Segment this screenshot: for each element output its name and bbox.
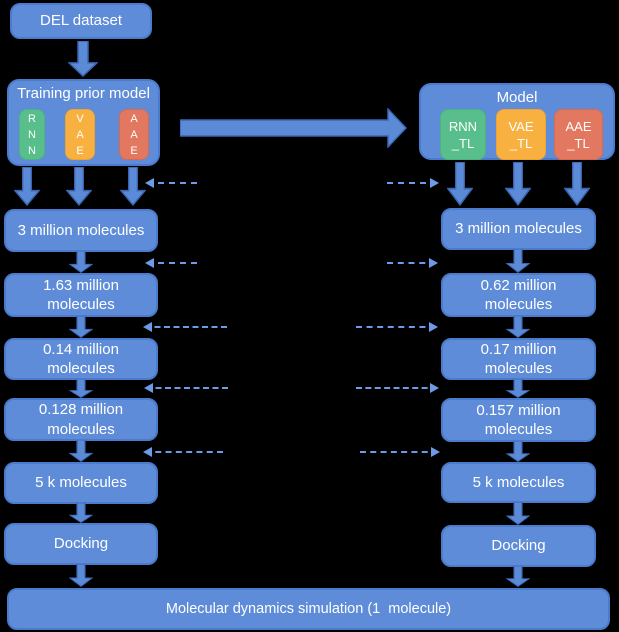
right-stage-5k-box: 5 k molecules	[441, 462, 596, 503]
left-stage-1-63-million-box: 1.63 million molecules	[4, 273, 158, 317]
dashed-arrow-right-icon	[387, 178, 439, 188]
del-dataset-box: DEL dataset	[10, 3, 152, 39]
flow-arrow-down-icon	[69, 379, 93, 398]
flow-arrow-down-icon	[69, 251, 93, 273]
aae-tl-model-chip: AAE _TL	[554, 109, 603, 160]
flow-arrow-down-icon	[68, 41, 98, 77]
transfer-learning-arrow-icon	[180, 108, 407, 148]
flow-arrow-down-icon	[506, 249, 530, 273]
left-docking-box: Docking	[4, 523, 158, 565]
flow-arrow-down-icon	[69, 564, 93, 587]
rnn-model-chip: R N N	[19, 109, 45, 160]
right-stage-0-62-million-box: 0.62 million molecules	[441, 273, 596, 317]
flow-arrow-down-icon	[506, 441, 530, 462]
flow-arrow-down-icon	[506, 379, 530, 398]
left-stage-0-128-million-box: 0.128 million molecules	[4, 398, 158, 441]
left-stage-5k-box: 5 k molecules	[4, 462, 158, 504]
vae-model-chip: V A E	[65, 109, 95, 160]
flow-arrow-down-icon	[69, 440, 93, 462]
vae-tl-model-chip: VAE _TL	[496, 109, 546, 160]
molecular-dynamics-simulation-box: Molecular dynamics simulation (1 molecul…	[7, 588, 610, 630]
flow-arrow-down-icon	[506, 566, 530, 587]
rnn-tl-model-chip: RNN _TL	[440, 109, 486, 160]
dashed-arrow-left-icon	[144, 383, 228, 393]
flow-arrow-down-icon	[506, 502, 530, 525]
flow-arrow-down-icon	[69, 503, 93, 523]
flow-arrow-down-icon	[69, 316, 93, 338]
flow-arrow-down-icon	[564, 162, 590, 206]
model-title: Model	[496, 89, 538, 106]
training-prior-model-title: Training prior model	[17, 85, 150, 102]
flow-arrow-down-icon	[447, 162, 473, 206]
left-stage-3-million-box: 3 million molecules	[4, 209, 158, 252]
training-prior-model-box: Training prior model R N N V A E A A E	[7, 79, 160, 166]
left-stage-0-14-million-box: 0.14 million molecules	[4, 338, 158, 380]
dashed-arrow-right-icon	[356, 322, 438, 332]
dashed-arrow-left-icon	[145, 178, 197, 188]
flow-arrow-down-icon	[505, 162, 531, 206]
dashed-arrow-left-icon	[143, 322, 227, 332]
right-stage-0-157-million-box: 0.157 million molecules	[441, 398, 596, 442]
flow-arrow-down-icon	[120, 167, 146, 206]
dashed-arrow-left-icon	[145, 258, 197, 268]
dashed-arrow-right-icon	[356, 383, 439, 393]
dashed-arrow-right-icon	[387, 258, 438, 268]
flow-arrow-down-icon	[14, 167, 40, 206]
dashed-arrow-right-icon	[360, 447, 440, 457]
flow-arrow-down-icon	[66, 167, 92, 206]
right-stage-3-million-box: 3 million molecules	[441, 208, 596, 250]
dashed-arrow-left-icon	[143, 447, 223, 457]
right-docking-box: Docking	[441, 525, 596, 567]
model-box: Model RNN _TL VAE _TL AAE _TL	[419, 83, 615, 160]
flow-arrow-down-icon	[506, 316, 530, 338]
aae-model-chip: A A E	[119, 109, 149, 160]
right-stage-0-17-million-box: 0.17 million molecules	[441, 338, 596, 380]
